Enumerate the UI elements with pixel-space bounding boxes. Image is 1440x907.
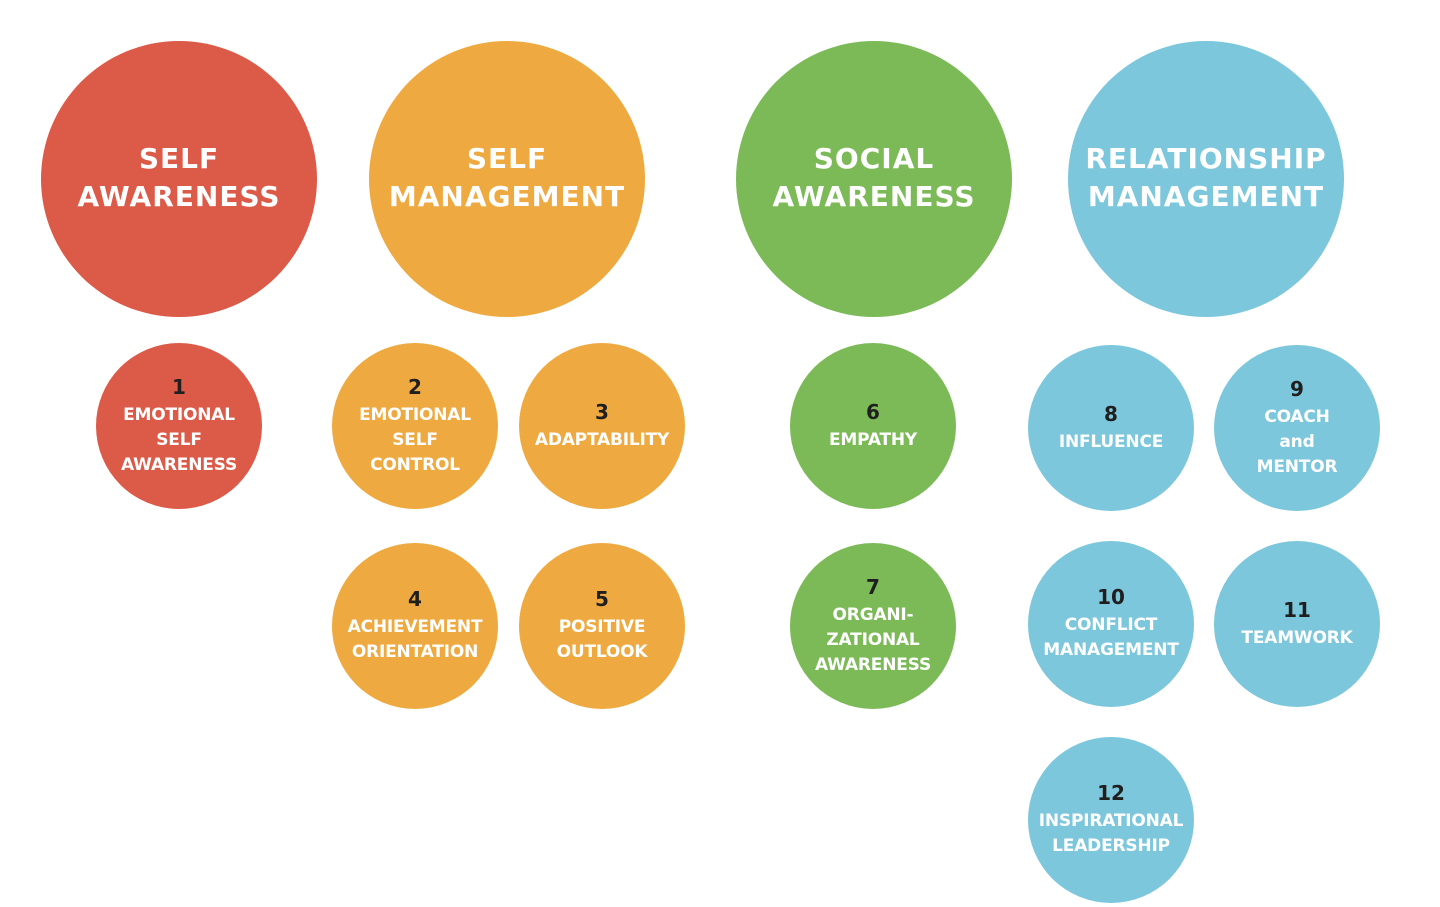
competency-circle-10: 10 CONFLICT MANAGEMENT: [1028, 541, 1194, 707]
competency-label: POSITIVE OUTLOOK: [556, 617, 648, 662]
competency-circle-2: 2 EMOTIONAL SELF CONTROL: [332, 343, 498, 509]
competency-circle-8: 8 INFLUENCE: [1028, 345, 1194, 511]
domain-circle-self-management: SELF MANAGEMENT: [369, 41, 645, 317]
competency-label: TEAMWORK: [1241, 627, 1353, 648]
competency-number: 9: [1290, 376, 1304, 401]
competency-circle-6: 6 EMPATHY: [790, 343, 956, 509]
domain-circle-self-awareness: SELF AWARENESS: [41, 41, 317, 317]
competency-number: 1: [172, 374, 186, 399]
competency-label: ACHIEVEMENT ORIENTATION: [347, 617, 483, 662]
competency-label: COACH and MENTOR: [1256, 406, 1338, 477]
competency-circle-9: 9 COACH and MENTOR: [1214, 345, 1380, 511]
competency-label: INFLUENCE: [1058, 431, 1164, 452]
competency-number: 2: [408, 374, 422, 399]
competency-label: INSPIRATIONAL LEADERSHIP: [1038, 811, 1184, 856]
competency-circle-3: 3 ADAPTABILITY: [519, 343, 685, 509]
competency-number: 3: [595, 399, 609, 424]
competency-number: 4: [408, 587, 422, 611]
competency-label: EMOTIONAL SELF AWARENESS: [120, 404, 237, 475]
competency-number: 12: [1097, 781, 1125, 805]
competency-label: EMOTIONAL SELF CONTROL: [359, 404, 471, 475]
competency-label: ADAPTABILITY: [534, 429, 670, 450]
competency-circle-5: 5 POSITIVE OUTLOOK: [519, 543, 685, 709]
competency-number: 11: [1283, 597, 1311, 622]
competency-circle-11: 11 TEAMWORK: [1214, 541, 1380, 707]
domain-label: SELF MANAGEMENT: [388, 142, 626, 213]
competency-label: EMPATHY: [829, 429, 917, 450]
domain-label: SOCIAL AWARENESS: [772, 142, 976, 213]
competency-number: 7: [866, 574, 880, 599]
competency-label: ORGANI- ZATIONAL AWARENESS: [814, 604, 931, 675]
competency-circle-7: 7 ORGANI- ZATIONAL AWARENESS: [790, 543, 956, 709]
competency-number: 5: [595, 587, 609, 611]
competency-circle-1: 1 EMOTIONAL SELF AWARENESS: [96, 343, 262, 509]
domain-label: RELATIONSHIP MANAGEMENT: [1085, 142, 1327, 213]
domain-circle-relationship-management: RELATIONSHIP MANAGEMENT: [1068, 41, 1344, 317]
domain-circle-social-awareness: SOCIAL AWARENESS: [736, 41, 1012, 317]
competency-number: 6: [866, 399, 880, 424]
competency-number: 10: [1097, 585, 1125, 609]
competency-label: CONFLICT MANAGEMENT: [1043, 615, 1179, 660]
domain-label: SELF AWARENESS: [77, 142, 281, 213]
competency-circle-4: 4 ACHIEVEMENT ORIENTATION: [332, 543, 498, 709]
competency-circle-12: 12 INSPIRATIONAL LEADERSHIP: [1028, 737, 1194, 903]
competency-number: 8: [1104, 401, 1118, 426]
